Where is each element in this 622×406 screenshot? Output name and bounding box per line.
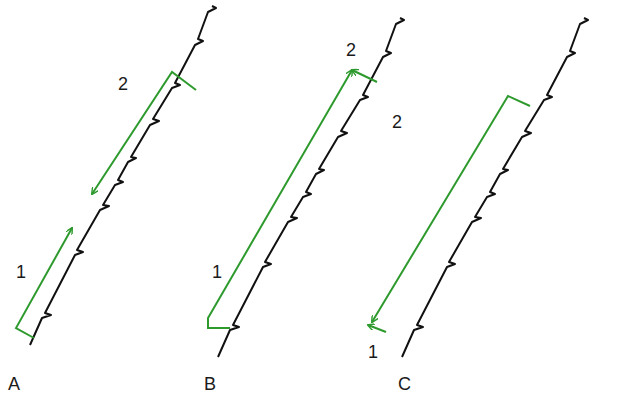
rock-surface <box>402 18 588 357</box>
short-arrow <box>352 70 377 82</box>
panel-letter: A <box>8 374 20 394</box>
panel-letter: B <box>204 374 216 394</box>
rock-surface <box>218 18 404 357</box>
rock-surface <box>30 6 216 345</box>
callout-number: 1 <box>16 262 26 282</box>
callout-number: 2 <box>392 112 402 132</box>
bracket-arrow <box>16 228 72 338</box>
bracket-arrow <box>208 70 352 328</box>
callout-number: 1 <box>212 262 222 282</box>
panel-letter: C <box>398 374 411 394</box>
bracket-arrow <box>372 96 530 322</box>
callout-number: 1 <box>368 342 378 362</box>
short-arrow <box>368 325 386 332</box>
callout-number: 2 <box>346 40 356 60</box>
bracket-arrow <box>92 72 196 194</box>
callout-number: 2 <box>118 74 128 94</box>
